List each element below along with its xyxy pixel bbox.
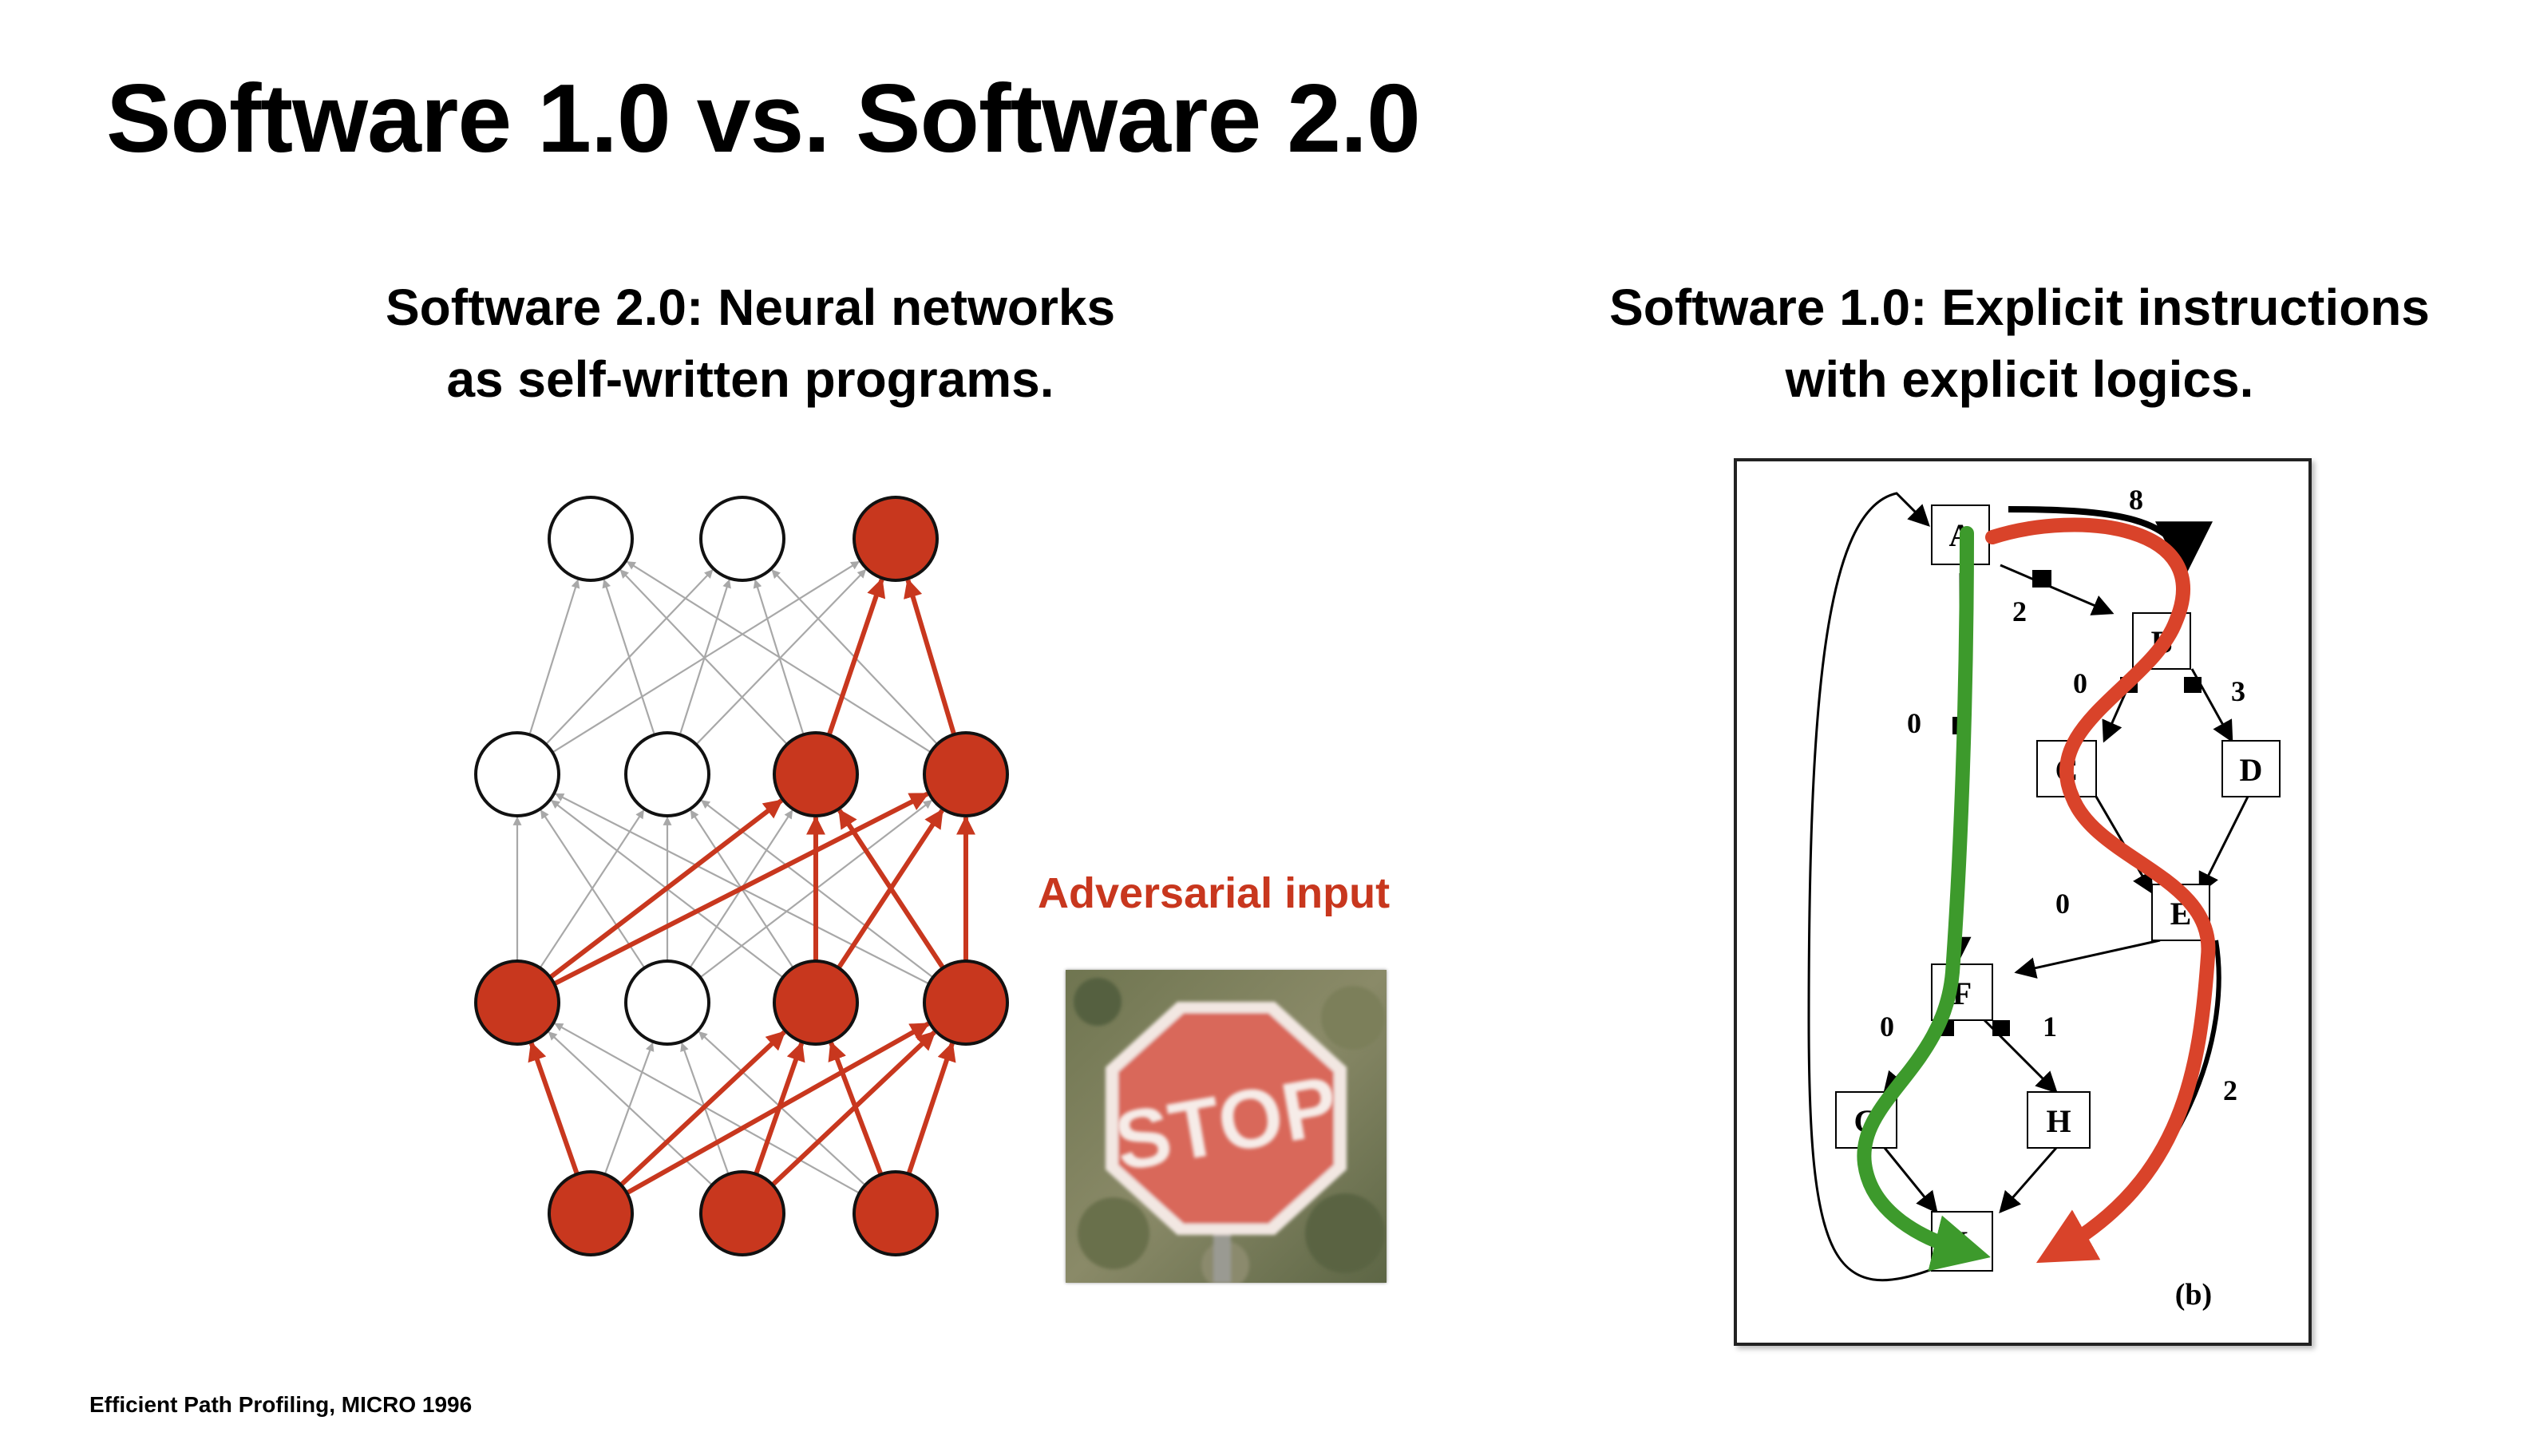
neuron-layer2-2 (773, 959, 859, 1046)
neuron-layer2-0 (474, 959, 560, 1046)
left-subtitle-line2: as self-written programs. (446, 350, 1054, 408)
red-edge (754, 1041, 805, 1175)
gray-edge (540, 809, 646, 969)
red-edge (528, 1041, 580, 1175)
red-edge (552, 791, 930, 987)
red-edge (837, 809, 945, 970)
neuron-layer1-1 (624, 731, 710, 817)
red-execution-path (1985, 517, 2216, 1264)
adversarial-input-label: Adversarial input (1038, 869, 1391, 917)
neuron-layer2-1 (624, 959, 710, 1046)
neuron-layer0-2 (853, 496, 939, 582)
footnote-citation: Efficient Path Profiling, MICRO 1996 (89, 1392, 473, 1417)
neural-network-diagram (474, 496, 1009, 1256)
right-subtitle: Software 1.0: Explicit instructions with… (1541, 271, 2498, 415)
neuron-layer3-0 (548, 1170, 634, 1256)
slide-title: Software 1.0 vs. Software 2.0 (106, 64, 1421, 172)
red-edge (904, 578, 957, 736)
gray-edge (528, 579, 580, 735)
neuron-layer3-1 (699, 1170, 785, 1256)
control-flow-graph-figure: A B C D E F G H I 8 2 0 3 0 0 0 1 2 (b) (1734, 458, 2312, 1346)
neurons (474, 496, 1009, 1256)
edge-label-ei: 2 (2223, 1074, 2237, 1106)
gray-edges (512, 560, 938, 1194)
edge-label-bc: 0 (2073, 667, 2087, 699)
cfg-node-d (2221, 740, 2281, 797)
cfg-label-d: D (2240, 752, 2263, 788)
edge-label-ef: 0 (2055, 888, 2070, 920)
cfg-node-h (2027, 1091, 2091, 1149)
gray-edge (603, 1042, 655, 1175)
cfg-label-h: H (2046, 1103, 2071, 1139)
gray-edge (695, 568, 867, 746)
neuron-layer3-2 (853, 1170, 939, 1256)
neuron-layer0-1 (699, 496, 785, 582)
neuron-layer1-3 (923, 731, 1009, 817)
left-subtitle-line1: Software 2.0: Neural networks (385, 279, 1116, 336)
right-subtitle-line1: Software 1.0: Explicit instructions (1609, 279, 2430, 336)
stop-sign-image: STOP (1066, 970, 1387, 1283)
edge-label-ae: 8 (2129, 484, 2143, 516)
neuron-layer0-0 (548, 496, 634, 582)
neuron-layer2-3 (923, 959, 1009, 1046)
red-edge (828, 1041, 884, 1176)
gray-edge (552, 560, 860, 754)
red-edge (548, 798, 784, 979)
neuron-layer1-2 (773, 731, 859, 817)
green-execution-path (1857, 526, 1991, 1272)
gray-edge (626, 560, 932, 754)
figure-caption: (b) (2175, 1278, 2212, 1312)
right-subtitle-line2: with explicit logics. (1785, 350, 2254, 408)
red-edge (619, 1030, 786, 1187)
red-edges (528, 577, 975, 1196)
neuron-layer1-0 (474, 731, 560, 817)
red-edge (906, 1041, 956, 1175)
edge-label-bd: 3 (2231, 675, 2245, 707)
edge-label-af: 0 (1907, 707, 1921, 739)
red-edge (826, 577, 886, 736)
gray-edge (619, 569, 788, 746)
gray-edge (602, 579, 655, 735)
left-subtitle: Software 2.0: Neural networks as self-wr… (271, 271, 1229, 415)
gray-edge (554, 1023, 860, 1194)
edge-label-ab: 2 (2012, 595, 2027, 627)
edge-label-fg: 0 (1880, 1011, 1894, 1043)
edge-label-fh: 1 (2043, 1011, 2057, 1043)
